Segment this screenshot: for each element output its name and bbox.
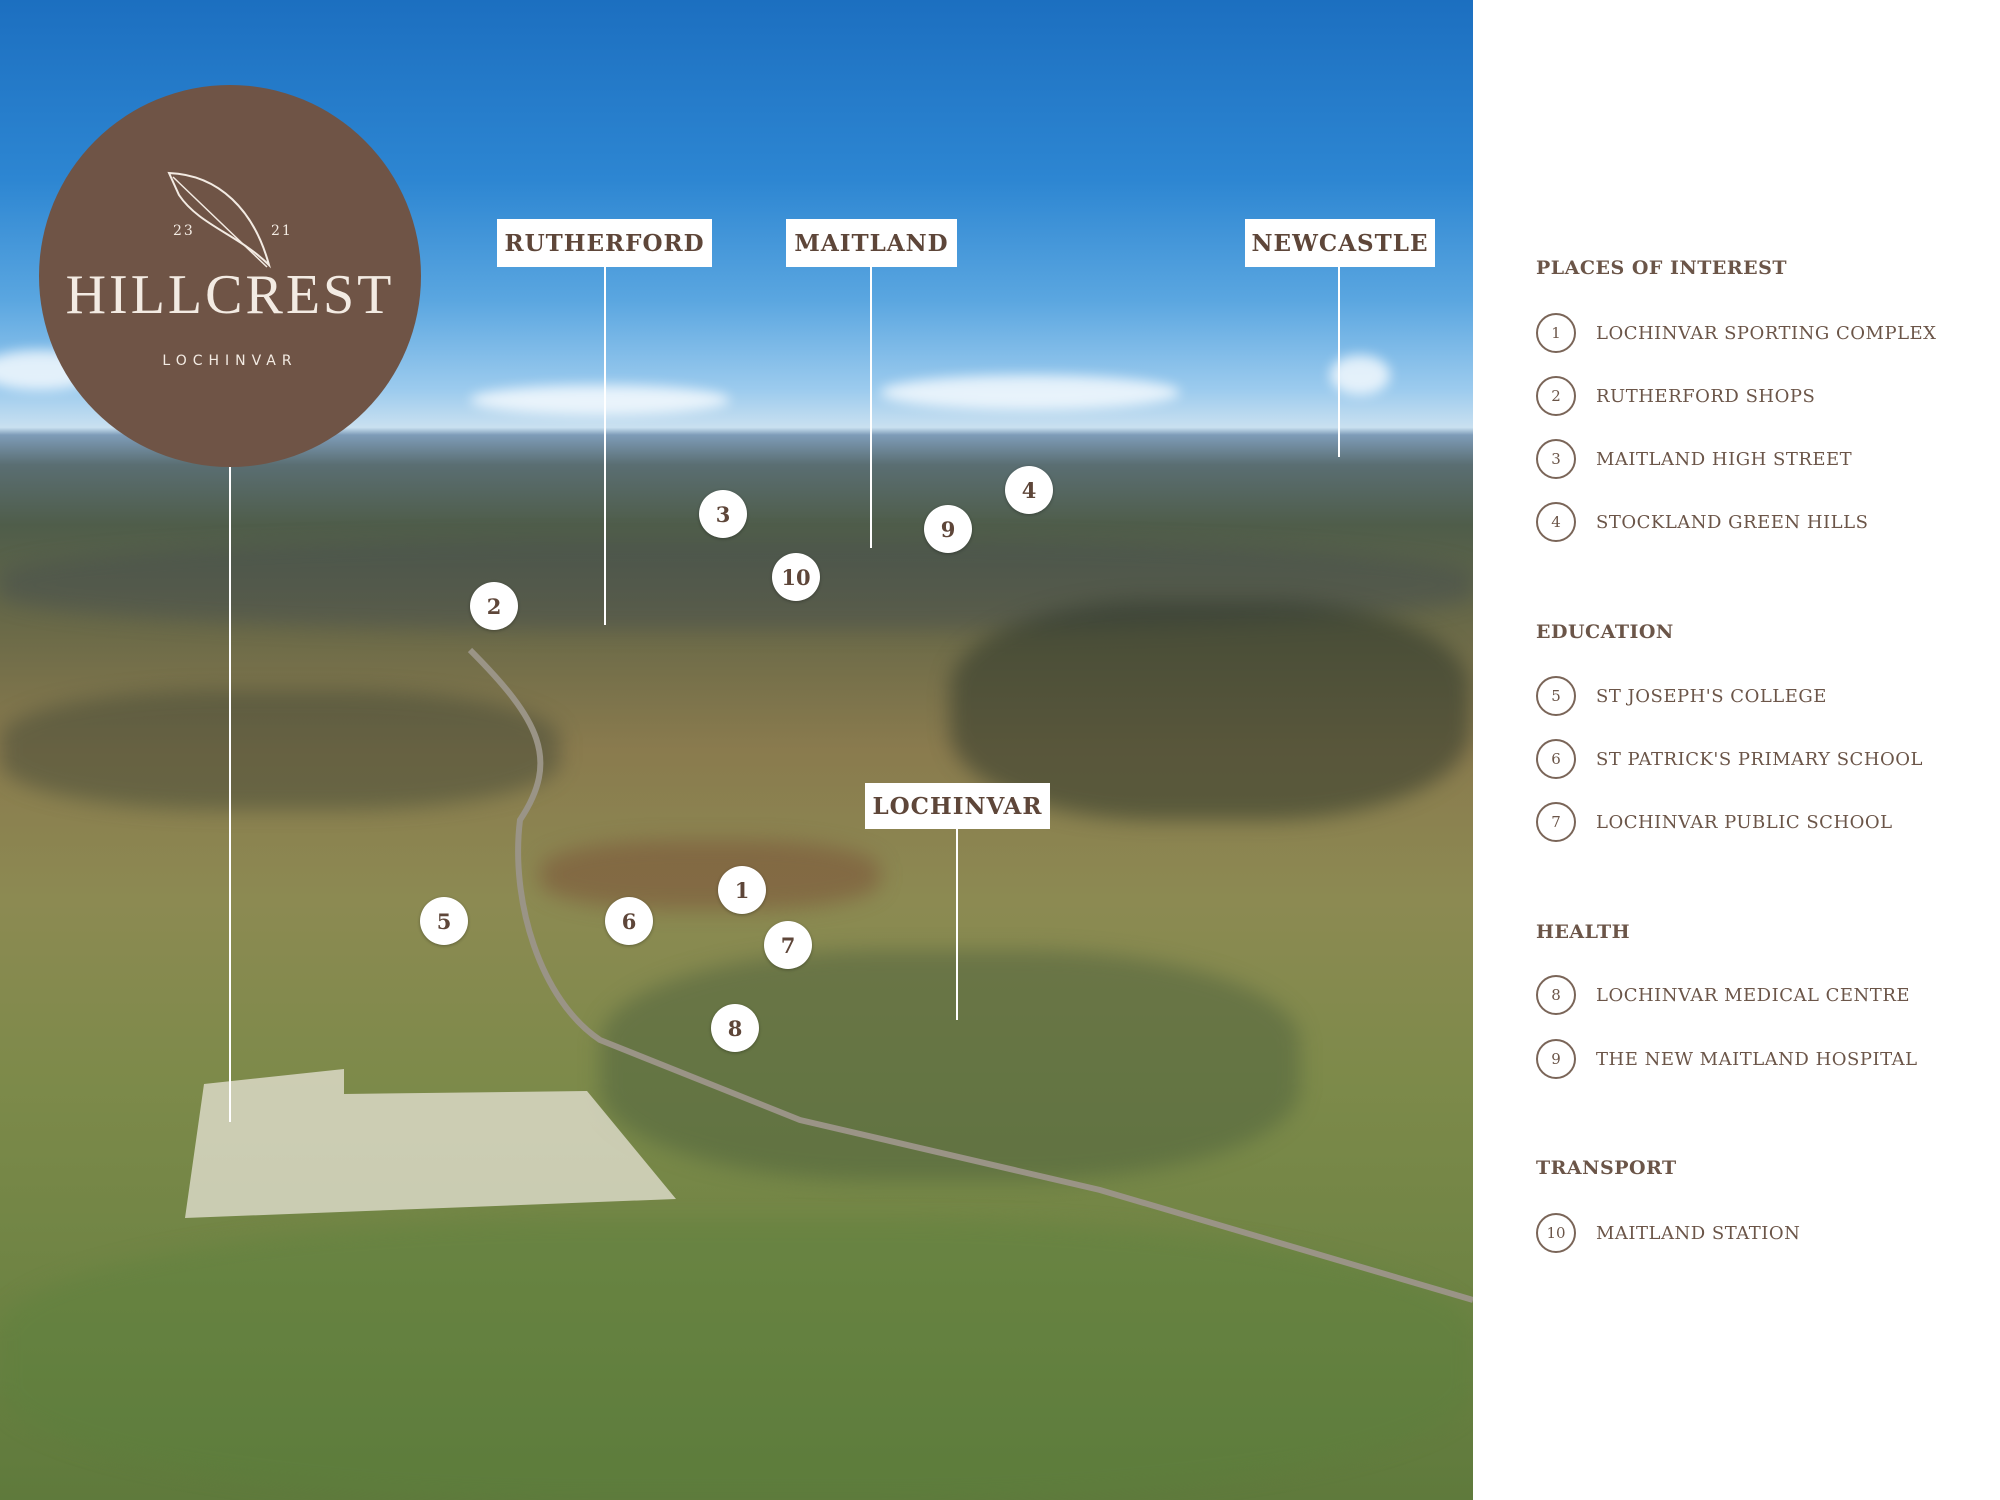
map-marker[interactable]: 5 — [420, 897, 468, 945]
legend-item: 6 ST PATRICK'S PRIMARY SCHOOL — [1536, 739, 1923, 779]
legend-item: 4 STOCKLAND GREEN HILLS — [1536, 502, 1868, 542]
rutherford-pointer-line — [604, 267, 606, 625]
map-marker[interactable]: 6 — [605, 897, 653, 945]
development-site-overlay — [185, 647, 1473, 1303]
hillcrest-logo: 23 21 HILLCREST LOCHINVAR — [39, 85, 421, 467]
legend-number-badge: 1 — [1536, 313, 1576, 353]
map-marker[interactable]: 10 — [772, 553, 820, 601]
logo-year-right: 21 — [271, 223, 293, 239]
map-marker[interactable]: 9 — [924, 505, 972, 553]
legend-item: 7 LOCHINVAR PUBLIC SCHOOL — [1536, 802, 1893, 842]
legend-item: 3 MAITLAND HIGH STREET — [1536, 439, 1852, 479]
legend-item-label: ST PATRICK'S PRIMARY SCHOOL — [1596, 748, 1923, 770]
site-pointer-line — [229, 467, 231, 1122]
legend-number-badge: 3 — [1536, 439, 1576, 479]
aerial-map-photo: RUTHERFORD MAITLAND NEWCASTLE LOCHINVAR … — [0, 0, 1473, 1500]
legend-number-badge: 9 — [1536, 1039, 1576, 1079]
legend-item-label: LOCHINVAR MEDICAL CENTRE — [1596, 984, 1911, 1006]
legend-item-label: THE NEW MAITLAND HOSPITAL — [1596, 1048, 1918, 1070]
legend-section-heading: TRANSPORT — [1536, 1157, 1677, 1179]
legend-section-heading: PLACES OF INTEREST — [1536, 257, 1787, 279]
place-label-lochinvar: LOCHINVAR — [865, 783, 1050, 829]
legend-section-heading: HEALTH — [1536, 921, 1631, 943]
feather-icon — [167, 171, 271, 269]
legend-section-heading: EDUCATION — [1536, 621, 1674, 643]
maitland-pointer-line — [870, 267, 872, 548]
legend-item: 1 LOCHINVAR SPORTING COMPLEX — [1536, 313, 1936, 353]
map-marker[interactable]: 1 — [718, 866, 766, 914]
legend-item-label: ST JOSEPH'S COLLEGE — [1596, 685, 1827, 707]
legend-item-label: LOCHINVAR SPORTING COMPLEX — [1596, 322, 1937, 344]
legend-number-badge: 10 — [1536, 1213, 1576, 1253]
legend-item: 9 THE NEW MAITLAND HOSPITAL — [1536, 1039, 1918, 1079]
map-marker[interactable]: 7 — [764, 921, 812, 969]
map-marker[interactable]: 4 — [1005, 466, 1053, 514]
legend-item: 5 ST JOSEPH'S COLLEGE — [1536, 676, 1827, 716]
legend-number-badge: 6 — [1536, 739, 1576, 779]
legend-item-label: MAITLAND HIGH STREET — [1596, 448, 1853, 470]
lochinvar-pointer-line — [956, 829, 958, 1020]
logo-wordmark: HILLCREST — [65, 264, 395, 326]
legend-number-badge: 4 — [1536, 502, 1576, 542]
legend-item-label: RUTHERFORD SHOPS — [1596, 385, 1816, 407]
map-marker[interactable]: 8 — [711, 1004, 759, 1052]
legend-item: 2 RUTHERFORD SHOPS — [1536, 376, 1815, 416]
place-label-rutherford: RUTHERFORD — [497, 219, 712, 267]
place-label-maitland: MAITLAND — [786, 219, 957, 267]
legend-number-badge: 8 — [1536, 975, 1576, 1015]
legend-item: 10 MAITLAND STATION — [1536, 1213, 1800, 1253]
logo-year-left: 23 — [173, 223, 195, 239]
legend-number-badge: 7 — [1536, 802, 1576, 842]
legend-item: 8 LOCHINVAR MEDICAL CENTRE — [1536, 975, 1910, 1015]
legend-number-badge: 5 — [1536, 676, 1576, 716]
place-label-newcastle: NEWCASTLE — [1245, 219, 1435, 267]
logo-subtitle: LOCHINVAR — [162, 353, 298, 369]
legend-item-label: LOCHINVAR PUBLIC SCHOOL — [1596, 811, 1893, 833]
legend-number-badge: 2 — [1536, 376, 1576, 416]
legend-item-label: MAITLAND STATION — [1596, 1222, 1801, 1244]
map-marker[interactable]: 2 — [470, 582, 518, 630]
newcastle-pointer-line — [1338, 267, 1340, 457]
legend-item-label: STOCKLAND GREEN HILLS — [1596, 511, 1869, 533]
map-marker[interactable]: 3 — [699, 490, 747, 538]
